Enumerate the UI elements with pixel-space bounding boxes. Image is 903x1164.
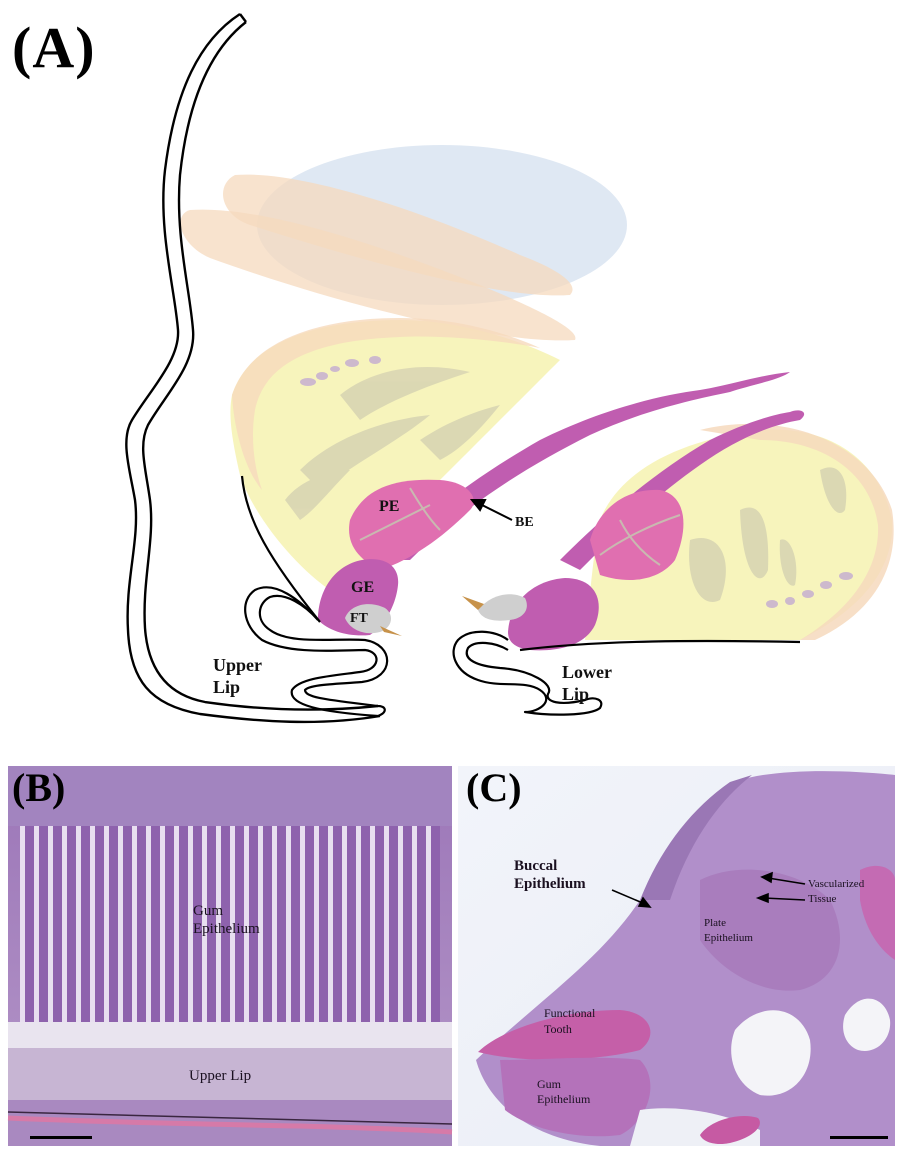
c-plate-label-2: Epithelium: [704, 932, 753, 944]
c-functional-label-2: Tooth: [544, 1023, 572, 1036]
c-buccal-label-2: Epithelium: [514, 876, 586, 893]
c-vasc-label-2: Tissue: [808, 893, 836, 905]
c-buccal-label-1: Buccal: [514, 858, 557, 875]
c-plate-label-1: Plate: [704, 917, 726, 929]
scale-bar-c: [830, 1136, 888, 1139]
c-gum-label-2: Epithelium: [537, 1093, 590, 1106]
c-gum-label-1: Gum: [537, 1078, 561, 1091]
c-vasc-label-1: Vascularized: [808, 878, 864, 890]
c-functional-label-1: Functional: [544, 1007, 595, 1020]
panel-c-label: (C): [466, 764, 522, 811]
